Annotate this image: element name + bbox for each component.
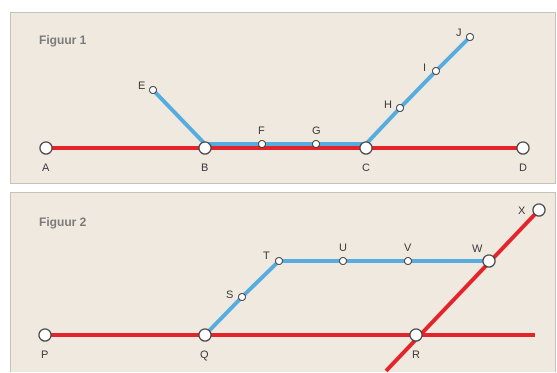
label-v: V	[404, 242, 412, 254]
station-r	[409, 328, 423, 342]
label-a: A	[42, 162, 50, 174]
label-j: J	[456, 27, 462, 39]
label-g: G	[312, 125, 321, 137]
station-e	[149, 86, 157, 94]
figure-1-panel: Figuur 1 A B C D E F G H I J	[10, 12, 556, 184]
label-f: F	[258, 125, 265, 137]
station-q	[198, 328, 212, 342]
label-e: E	[138, 80, 145, 92]
label-s: S	[226, 289, 233, 301]
figure-1-title: Figuur 1	[39, 33, 87, 47]
label-i: I	[423, 62, 426, 74]
station-g	[312, 140, 320, 148]
station-a	[39, 141, 53, 155]
red-line-diagonal	[384, 208, 541, 373]
label-t: T	[263, 250, 270, 262]
station-c	[359, 141, 373, 155]
blue-line	[151, 35, 472, 146]
label-b: B	[201, 162, 208, 174]
station-u	[339, 257, 347, 265]
station-x	[532, 203, 546, 217]
label-w: W	[472, 243, 483, 255]
station-h	[396, 104, 404, 112]
station-f	[258, 140, 266, 148]
station-t	[275, 257, 283, 265]
station-i	[432, 67, 440, 75]
station-s	[238, 293, 246, 301]
label-u: U	[339, 242, 347, 254]
label-c: C	[362, 162, 370, 174]
label-d: D	[519, 162, 527, 174]
label-q: Q	[200, 349, 209, 361]
label-p: P	[41, 349, 48, 361]
station-w	[482, 254, 496, 268]
station-j	[466, 33, 474, 41]
blue-line	[203, 259, 489, 337]
figure-2-panel: Figuur 2 P Q R S T U V W X	[10, 192, 556, 373]
station-p	[38, 328, 52, 342]
label-r: R	[412, 349, 420, 361]
figure-2-title: Figuur 2	[39, 215, 87, 229]
station-d	[516, 141, 530, 155]
station-b	[198, 141, 212, 155]
figure-1-diagram: A B C D E F G H I J	[39, 27, 530, 174]
label-h: H	[384, 99, 392, 111]
label-x: X	[518, 205, 526, 217]
figure-2-diagram: P Q R S T U V W X	[38, 203, 546, 373]
station-v	[404, 257, 412, 265]
